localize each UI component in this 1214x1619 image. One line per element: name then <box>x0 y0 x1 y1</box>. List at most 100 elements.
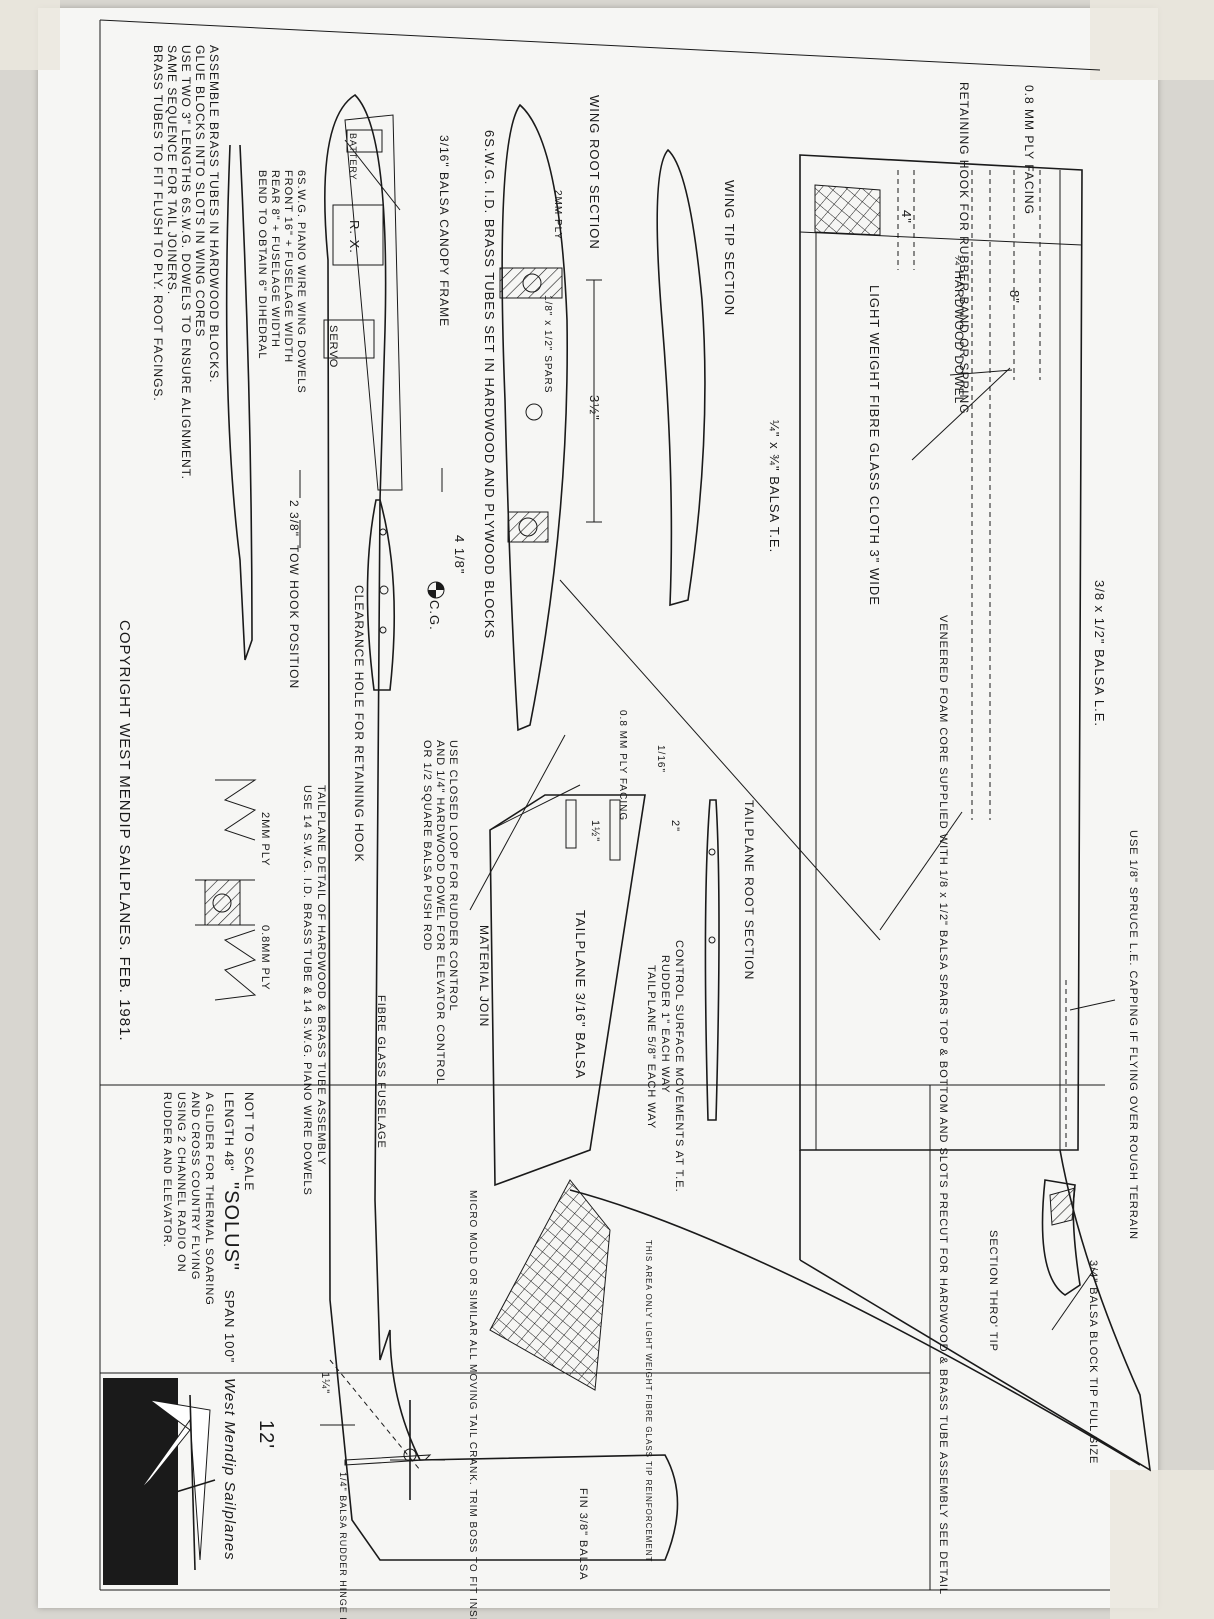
dowel-sketches <box>195 144 257 1001</box>
ply-2mm-label: 2MM PLY <box>552 190 563 240</box>
svg-text:TOW HOOK POSITION: TOW HOOK POSITION <box>287 545 301 689</box>
svg-text:8": 8" <box>1007 290 1022 304</box>
assembly-line-1: ASSEMBLE BRASS TUBES IN HARDWOOD BLOCKS. <box>207 45 221 384</box>
svg-text:USING 2 CHANNEL RADIO ON: USING 2 CHANNEL RADIO ON <box>175 1092 187 1273</box>
canopy-label: 3/16" BALSA CANOPY FRAME <box>437 135 451 327</box>
spruce-le-label: USE 1/8" SPRUCE L.E. CAPPING IF FLYING O… <box>1127 830 1139 1240</box>
svg-text:2 3/8": 2 3/8" <box>287 500 301 537</box>
svg-text:1¼": 1¼" <box>319 1372 331 1394</box>
title-block-frame <box>100 1084 1105 1590</box>
rudder-hinge-label: 1/4" BALSA RUDDER HINGE POST <box>338 1472 348 1619</box>
svg-text:R. X.: R. X. <box>347 220 362 254</box>
dim-12-label: 12' <box>255 1420 277 1449</box>
svg-text:WING ROOT SECTION: WING ROOT SECTION <box>587 95 602 250</box>
micro-mold-label: MICRO MOLD OR SIMILAR ALL MOVING TAIL CR… <box>467 1190 478 1619</box>
svg-text:2MM PLY: 2MM PLY <box>552 190 563 240</box>
svg-text:C.G.: C.G. <box>427 600 442 631</box>
tail-detail-sub: USE 14 S.W.G. I.D. BRASS TUBE & 14 S.W.G… <box>301 785 313 1196</box>
control-movements-label: CONTROL SURFACE MOVEMENTS AT T.E. <box>673 940 685 1193</box>
assembly-line-3: USE TWO 3" LENGTHS 6S.W.G. DOWELS TO ENS… <box>179 45 193 480</box>
svg-text:1½": 1½" <box>589 820 601 842</box>
block-tip-label: 3/4" BALSA BLOCK TIP FULL SIZE <box>1087 1260 1099 1464</box>
svg-text:WING TIP SECTION: WING TIP SECTION <box>722 180 737 316</box>
svg-text:BEND TO OBTAIN 6" DIHEDRAL: BEND TO OBTAIN 6" DIHEDRAL <box>256 170 268 359</box>
svg-text:FIN 3/8" BALSA: FIN 3/8" BALSA <box>577 1488 589 1581</box>
svg-text:SECTION THRO' TIP: SECTION THRO' TIP <box>987 1230 999 1352</box>
svg-text:1/8" x 1/2" SPARS: 1/8" x 1/2" SPARS <box>542 295 553 393</box>
desc-line-1: A GLIDER FOR THERMAL SOARING <box>203 1092 215 1306</box>
svg-text:MICRO MOLD OR SIMILAR ALL MOVI: MICRO MOLD OR SIMILAR ALL MOVING TAIL CR… <box>467 1190 478 1619</box>
desc-line-3: USING 2 CHANNEL RADIO ON <box>175 1092 187 1273</box>
retaining-hook-label: RETAINING HOOK FOR RUBBER BAND OR SPRING <box>957 82 971 414</box>
svg-text:3/4" BALSA BLOCK TIP FULL SIZE: 3/4" BALSA BLOCK TIP FULL SIZE <box>1087 1260 1099 1464</box>
cg-label: C.G. <box>427 600 442 631</box>
svg-text:0.8 MM PLY FACING: 0.8 MM PLY FACING <box>617 710 628 821</box>
svg-text:SERVO: SERVO <box>327 325 339 368</box>
svg-text:SPAN 100": SPAN 100" <box>222 1290 237 1363</box>
tail-ply-2mm-label: 2MM PLY <box>259 812 271 866</box>
dim-1-5-label: 1½" <box>589 820 601 842</box>
spars-label: 1/8" x 1/2" SPARS <box>542 295 553 393</box>
svg-text:0.8MM PLY: 0.8MM PLY <box>259 925 271 991</box>
desc-line-2: AND CROSS COUNTRY FLYING <box>189 1092 201 1280</box>
tailplane-drawing <box>469 734 720 1187</box>
tail-ply-08-label: 0.8MM PLY <box>259 925 271 991</box>
svg-text:RUDDER 1" EACH WAY: RUDDER 1" EACH WAY <box>659 955 671 1094</box>
svg-text:ASSEMBLE BRASS TUBES IN HARDWO: ASSEMBLE BRASS TUBES IN HARDWOOD BLOCKS. <box>207 45 221 384</box>
length-label: LENGTH 48" <box>222 1092 236 1172</box>
svg-text:2": 2" <box>669 820 681 832</box>
svg-text:¼ HARDWOOD DOWEL: ¼ HARDWOOD DOWEL <box>952 255 966 404</box>
fibreglass-fuselage-label: FIBRE GLASS FUSELAGE <box>375 995 387 1149</box>
copyright-label: COPYRIGHT WEST MENDIP SAILPLANES. FEB. 1… <box>116 620 133 1042</box>
fuselage-drawing <box>299 93 679 1561</box>
hardwood-dowel-label: ¼ HARDWOOD DOWEL <box>952 255 966 404</box>
desc-line-4: RUDDER AND ELEVATOR. <box>161 1092 173 1248</box>
svg-text:USE 1/8" SPRUCE L.E. CAPPING I: USE 1/8" SPRUCE L.E. CAPPING IF FLYING O… <box>1127 830 1139 1240</box>
dim-1-25-label: 1¼" <box>319 1372 331 1394</box>
svg-text:4 1/8": 4 1/8" <box>452 535 467 575</box>
ply-facing-label: 0.8 MM PLY FACING <box>1022 85 1036 215</box>
dowels-front-label: FRONT 16" + FUSELAGE WIDTH <box>282 170 294 363</box>
brand-name: West Mendip Sailplanes <box>221 1378 238 1561</box>
svg-text:REAR 8" + FUSELAGE WIDTH: REAR 8" + FUSELAGE WIDTH <box>269 170 281 348</box>
tape-top-left <box>0 0 60 70</box>
tape-top-right <box>1090 0 1214 80</box>
svg-text:SAME SEQUENCE FOR TAIL JOINERS: SAME SEQUENCE FOR TAIL JOINERS. <box>165 45 179 295</box>
servo-label: SERVO <box>327 325 339 368</box>
svg-text:AND CROSS COUNTRY FLYING: AND CROSS COUNTRY FLYING <box>189 1092 201 1280</box>
svg-text:VENEERED FOAM CORE SUPPLIED WI: VENEERED FOAM CORE SUPPLIED WITH 1/8 x 1… <box>937 615 949 1595</box>
svg-text:THIS AREA ONLY LIGHT WEIGHT FI: THIS AREA ONLY LIGHT WEIGHT FIBRE GLASS … <box>644 1240 653 1562</box>
span-label: SPAN 100" <box>222 1290 237 1363</box>
svg-text:6S.W.G. I.D. BRASS TUBES SET I: 6S.W.G. I.D. BRASS TUBES SET IN HARDWOOD… <box>482 130 497 639</box>
svg-text:LIGHT WEIGHT FIBRE GLASS CLOTH: LIGHT WEIGHT FIBRE GLASS CLOTH 3" WIDE <box>867 285 882 606</box>
svg-text:USE TWO 3" LENGTHS 6S.W.G. DOW: USE TWO 3" LENGTHS 6S.W.G. DOWELS TO ENS… <box>179 45 193 480</box>
svg-text:TAILPLANE 5/8" EACH WAY: TAILPLANE 5/8" EACH WAY <box>645 965 657 1129</box>
assembly-line-2: GLUE BLOCKS INTO SLOTS IN WING CORES <box>193 45 207 338</box>
svg-text:4": 4" <box>899 210 914 224</box>
svg-text:1/16": 1/16" <box>655 745 666 773</box>
svg-text:6S.W.G. PIANO WIRE WING DOWELS: 6S.W.G. PIANO WIRE WING DOWELS <box>295 170 307 394</box>
svg-text:RETAINING HOOK FOR RUBBER BAND: RETAINING HOOK FOR RUBBER BAND OR SPRING <box>957 82 971 414</box>
tow-dim-label: 2 3/8" <box>287 500 301 537</box>
svg-text:West Mendip Sailplanes: West Mendip Sailplanes <box>221 1378 238 1561</box>
svg-text:CLEARANCE HOLE FOR RETAINING H: CLEARANCE HOLE FOR RETAINING HOOK <box>352 585 366 862</box>
brass-tubes-label: 6S.W.G. I.D. BRASS TUBES SET IN HARDWOOD… <box>482 130 497 639</box>
svg-text:CONTROL SURFACE MOVEMENTS AT T: CONTROL SURFACE MOVEMENTS AT T.E. <box>673 940 685 1193</box>
svg-text:COPYRIGHT WEST MENDIP SAILPLAN: COPYRIGHT WEST MENDIP SAILPLANES. FEB. 1… <box>116 620 133 1042</box>
svg-text:3/16" BALSA CANOPY FRAME: 3/16" BALSA CANOPY FRAME <box>437 135 451 327</box>
svg-text:"SOLUS": "SOLUS" <box>220 1182 242 1271</box>
tailplane-label: TAILPLANE 3/16" BALSA <box>573 910 588 1079</box>
dim-8-label: 8" <box>1007 290 1022 304</box>
fibreglass-cloth-label: LIGHT WEIGHT FIBRE GLASS CLOTH 3" WIDE <box>867 285 882 606</box>
svg-text:0.8 MM PLY FACING: 0.8 MM PLY FACING <box>1022 85 1036 215</box>
tailplane-move-label: TAILPLANE 5/8" EACH WAY <box>645 965 657 1129</box>
dowels-title-label: 6S.W.G. PIANO WIRE WING DOWELS <box>295 170 307 394</box>
dim-1-16-label: 1/16" <box>655 745 666 773</box>
tow-hook-label: TOW HOOK POSITION <box>287 545 301 689</box>
tip-reinforcement-label: THIS AREA ONLY LIGHT WEIGHT FIBRE GLASS … <box>644 1240 653 1562</box>
svg-text:FRONT 16" + FUSELAGE WIDTH: FRONT 16" + FUSELAGE WIDTH <box>282 170 294 363</box>
svg-text:TAILPLANE 3/16" BALSA: TAILPLANE 3/16" BALSA <box>573 910 588 1079</box>
svg-text:USE CLOSED LOOP FOR RUDDER CON: USE CLOSED LOOP FOR RUDDER CONTROL <box>447 740 459 1012</box>
balsa-te-label: ¼" x ¾" BALSA T.E. <box>767 420 782 553</box>
